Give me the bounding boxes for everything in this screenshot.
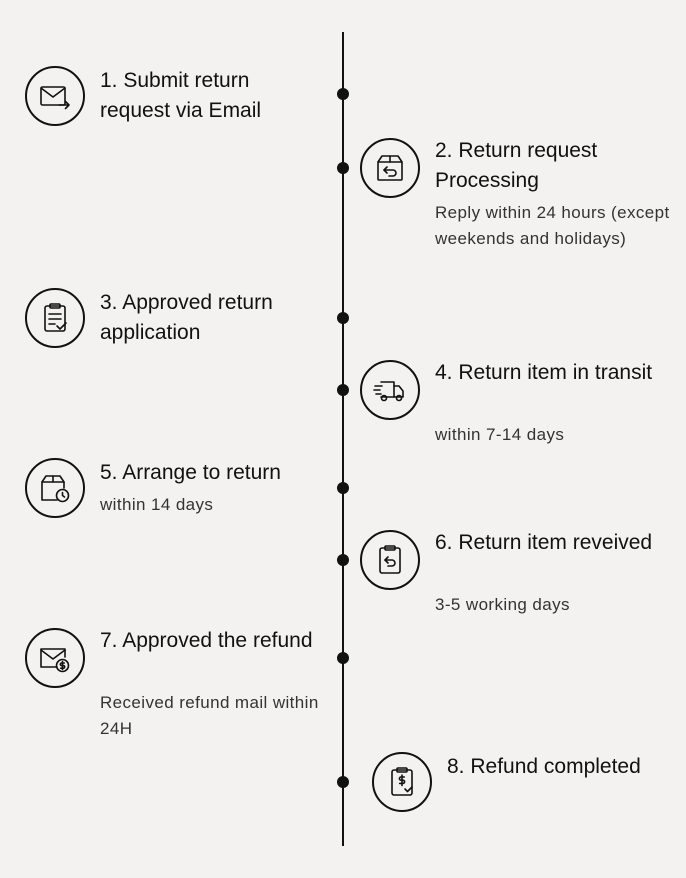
box-clock-icon [25, 458, 85, 518]
clipboard-return-icon [360, 530, 420, 590]
step-title: 1. Submit return request via Email [100, 69, 262, 122]
clipboard-dollar-icon [372, 752, 432, 812]
step-desc: 3-5 working days [435, 595, 570, 614]
timeline-dot-4 [337, 384, 349, 396]
timeline-dot-1 [337, 88, 349, 100]
step-desc: within 7-14 days [435, 425, 565, 444]
timeline-dot-5 [337, 482, 349, 494]
step-desc: Received refund mail within 24H [100, 693, 319, 738]
step-desc: Reply within 24 hours (except weekends a… [435, 203, 670, 248]
step-title: 2. Return request Processing [435, 139, 598, 192]
step-title: 4. Return item in transit [435, 361, 653, 384]
timeline-dot-6 [337, 554, 349, 566]
step-title: 6. Return item reveived [435, 531, 653, 554]
step-desc: within 14 days [100, 495, 214, 514]
email-send-icon [25, 66, 85, 126]
step-title: 7. Approved the refund [100, 629, 313, 652]
delivery-truck-icon [360, 360, 420, 420]
step-title: 8. Refund completed [447, 755, 641, 778]
clipboard-check-icon [25, 288, 85, 348]
step-title: 3. Approved return application [100, 291, 273, 344]
timeline-axis [342, 32, 344, 846]
timeline-dot-8 [337, 776, 349, 788]
email-dollar-icon [25, 628, 85, 688]
timeline-dot-7 [337, 652, 349, 664]
timeline-dot-3 [337, 312, 349, 324]
step-title: 5. Arrange to return [100, 461, 281, 484]
timeline-dot-2 [337, 162, 349, 174]
box-return-icon [360, 138, 420, 198]
